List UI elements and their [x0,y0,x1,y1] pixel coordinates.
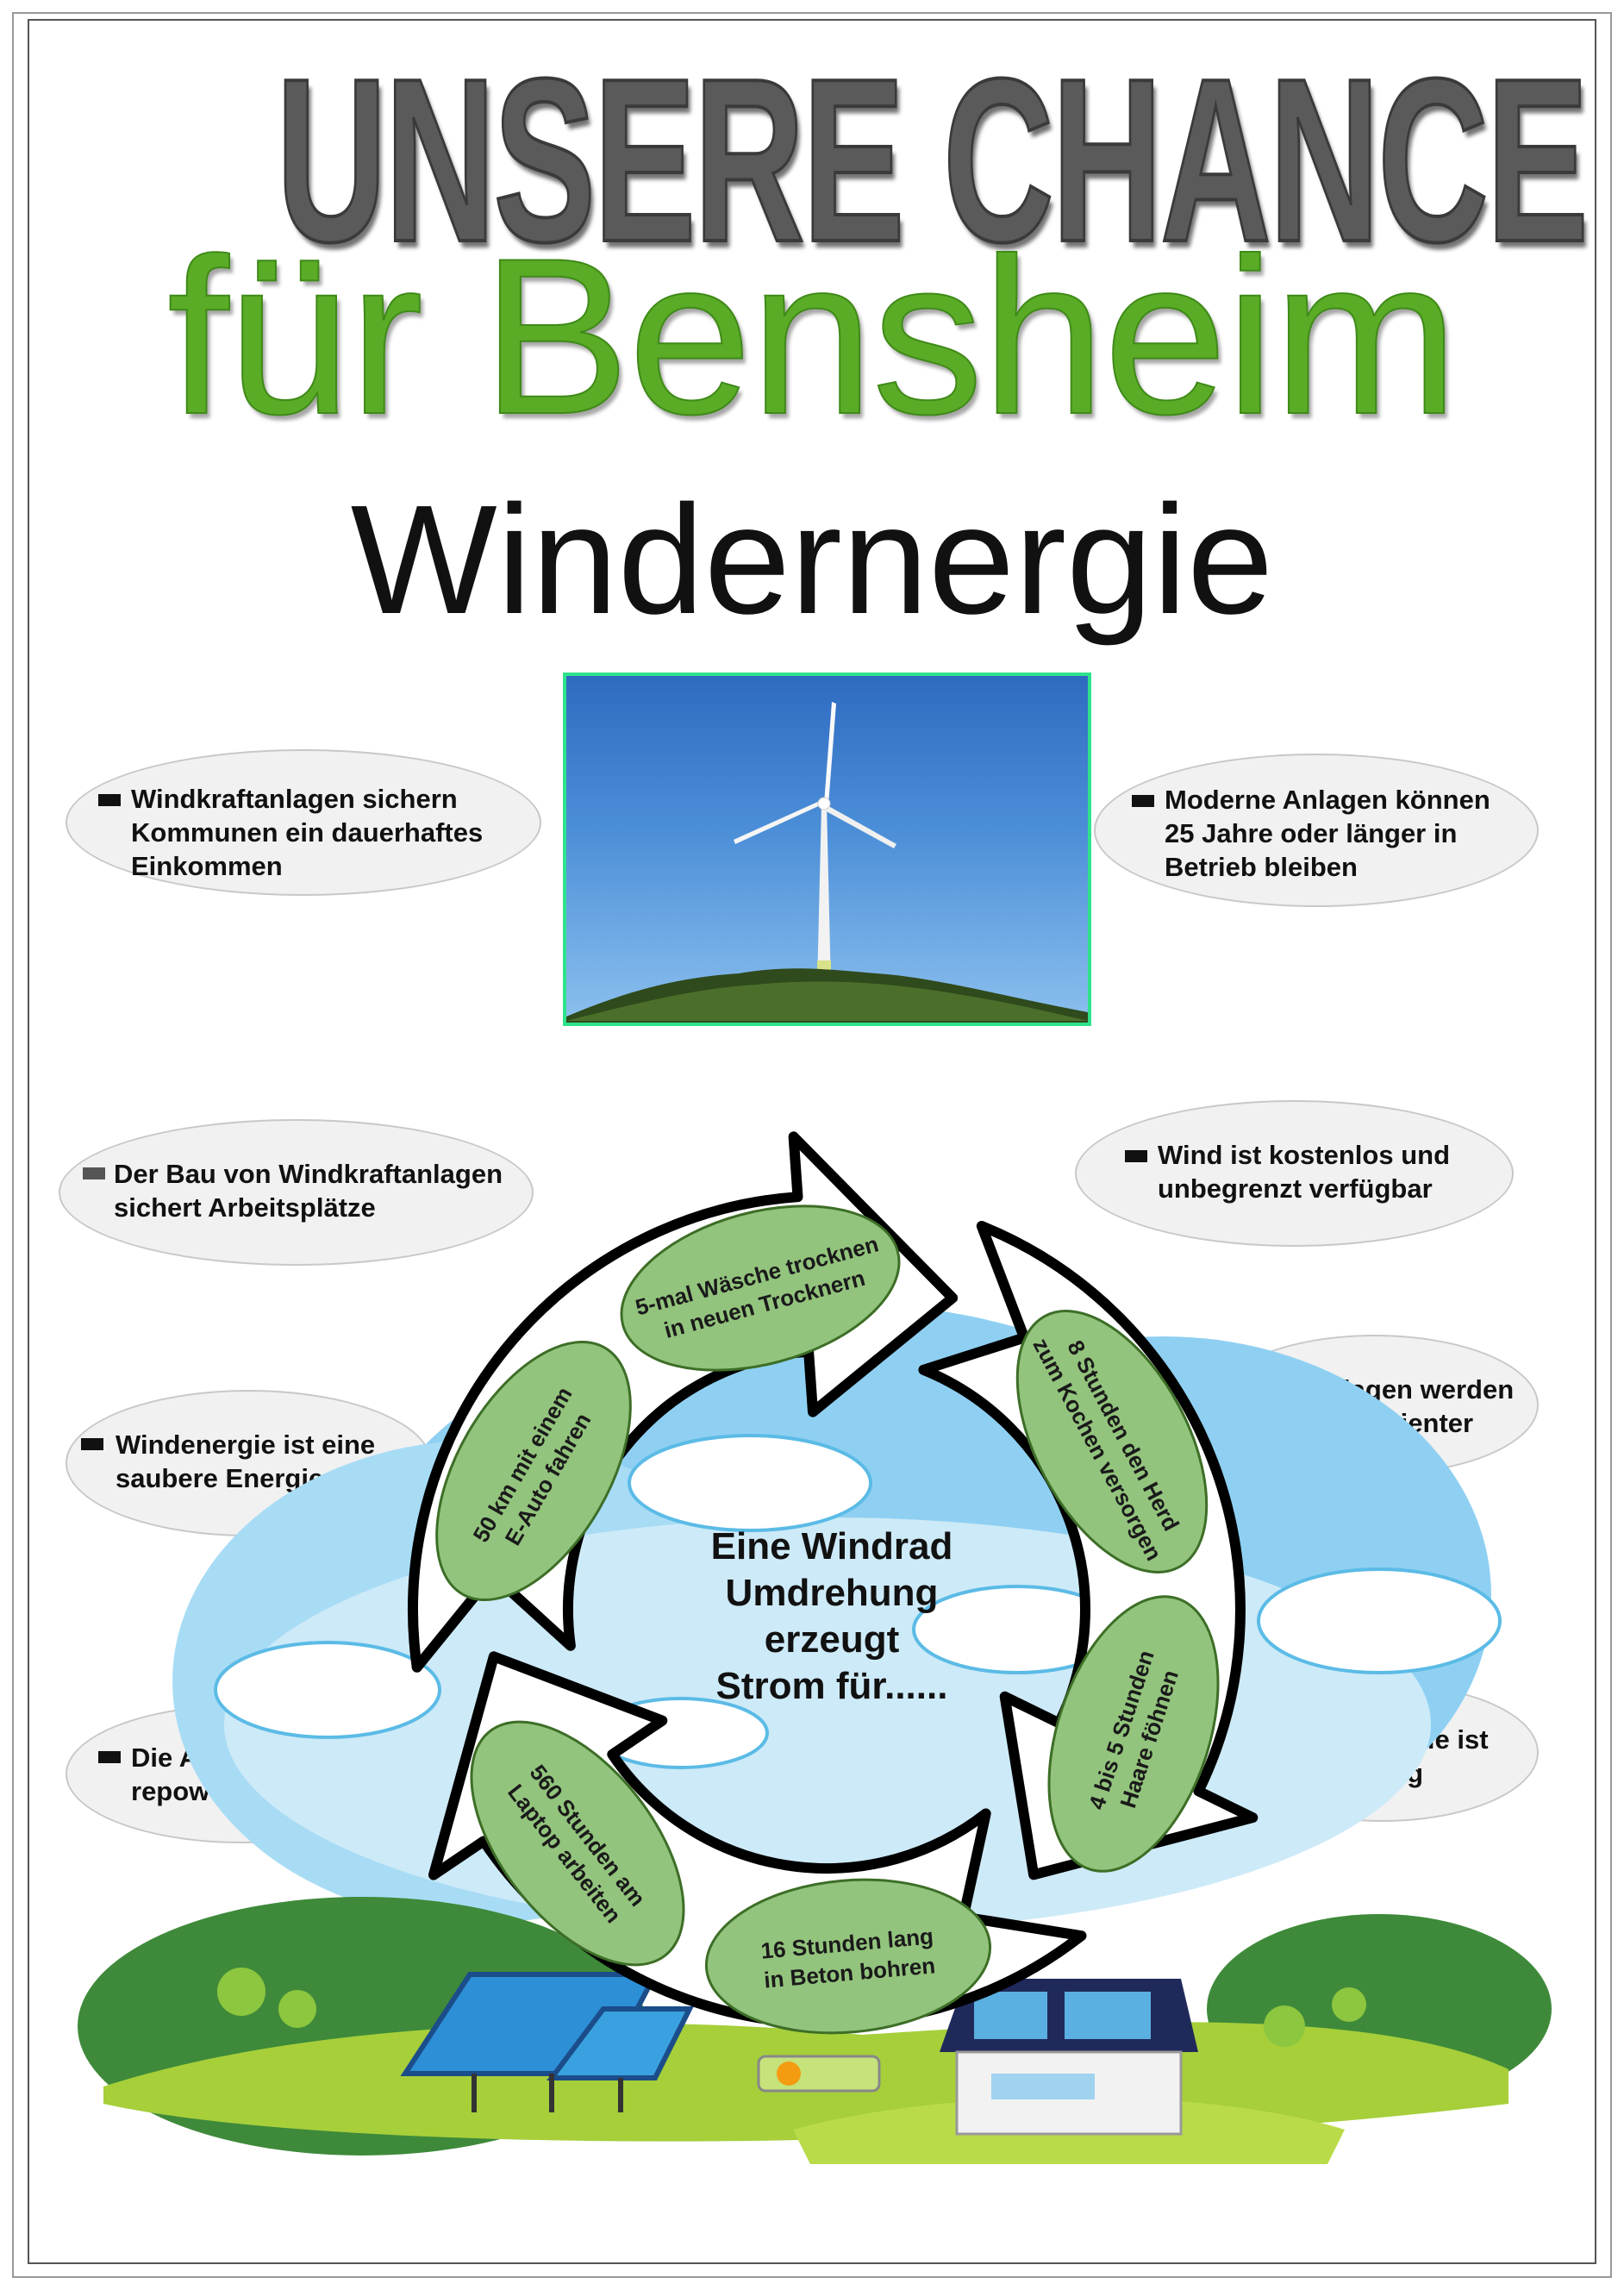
fact-text: Die Anlagen können [131,1743,387,1773]
bullet-icon [1125,1150,1147,1162]
fact-text: Die Anlagen werden [1259,1374,1515,1405]
fact-text: repowert werden [131,1776,346,1806]
fact-text: Windenergie ist [1290,1724,1489,1755]
fact-text: Betrieb bleiben [1165,852,1358,882]
bullet-icon [98,794,121,806]
bullet-icon [1255,1736,1277,1749]
bullet-icon [1232,1385,1254,1397]
fact-text: sichert Arbeitsplätze [114,1192,376,1223]
bullet-icon [81,1438,103,1450]
bullet-icon [1132,795,1154,807]
bullet-icon [83,1167,105,1179]
fact-text: saubere Energiequelle [116,1463,401,1493]
fact-text: nachhaltig [1290,1758,1424,1788]
fact-text: Der Bau von Windkraftanlagen [114,1159,503,1189]
fact-text: Windkraftanlagen sichern [131,784,458,814]
fact-text: 25 Jahre oder länger in [1165,818,1458,848]
inner-border [28,19,1596,2264]
wind-turbine-photo [563,673,1091,1026]
outer-border [12,12,1612,2278]
wind-turbine-illustration [566,702,1088,1023]
topic-title: Windernergie [350,473,1274,647]
fact-text: immer effizienter [1259,1408,1474,1438]
fact-text: Moderne Anlagen können [1165,785,1490,815]
fact-text: Wind ist kostenlos und [1158,1140,1451,1170]
fact-text: Windenergie ist eine [116,1430,376,1460]
bullet-icon [98,1751,121,1763]
fact-text: Einkommen [131,851,283,881]
headline-fuer-bensheim: für Bensheim [166,211,1459,460]
fact-text: Kommunen ein dauerhaftes [131,817,484,848]
fact-text: unbegrenzt verfügbar [1158,1173,1433,1204]
